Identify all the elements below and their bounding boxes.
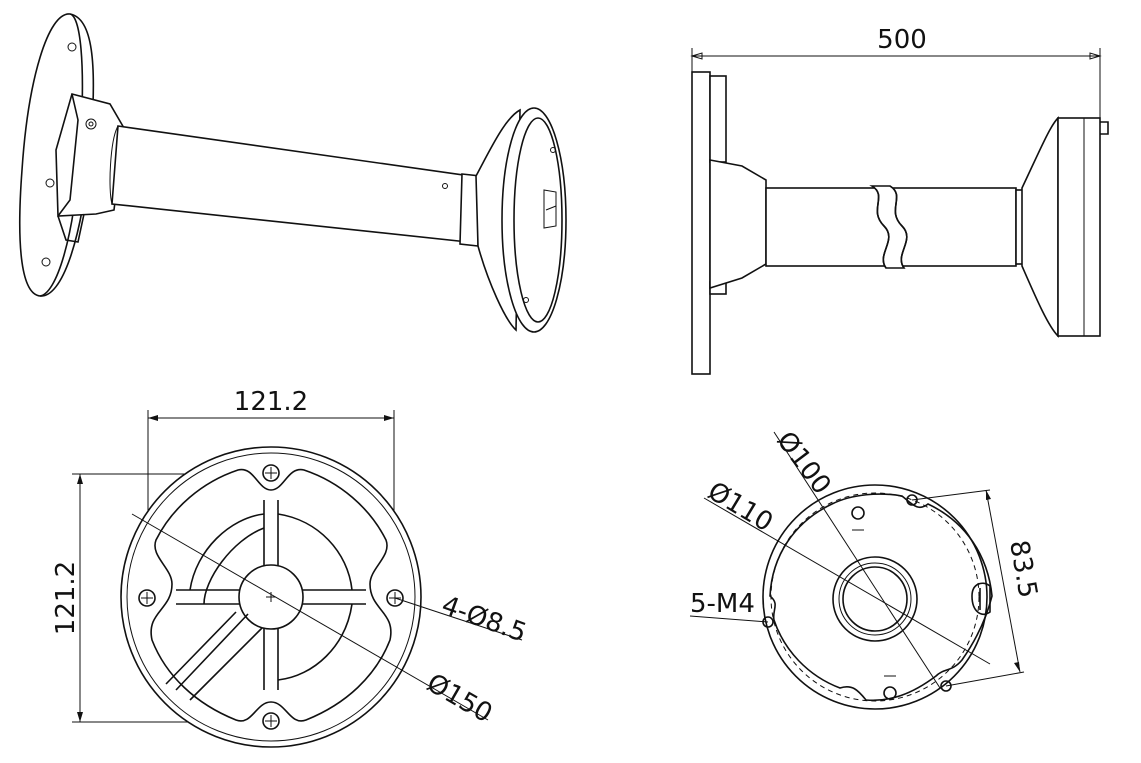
camera-mount-view: Ø100 Ø110 5-M4 83.5	[689, 426, 1043, 710]
base-height-label: 121.2	[51, 561, 81, 635]
holes-label: 4-Ø8.5	[438, 590, 531, 648]
isometric-view	[18, 13, 567, 333]
screws-label: 5-M4	[690, 589, 755, 619]
base-width-label: 121.2	[234, 387, 308, 417]
side-view: 500	[690, 25, 1109, 375]
base-diameter-label: Ø150	[422, 668, 498, 729]
inner-diameter-label: Ø100	[770, 426, 836, 500]
length-dimension-label: 500	[877, 25, 927, 55]
base-plate-view: 121.2 121.2	[51, 387, 531, 748]
screw-holes	[762, 494, 952, 700]
outer-diameter-label: Ø110	[702, 476, 778, 538]
hole-spacing-label: 83.5	[1003, 538, 1043, 600]
